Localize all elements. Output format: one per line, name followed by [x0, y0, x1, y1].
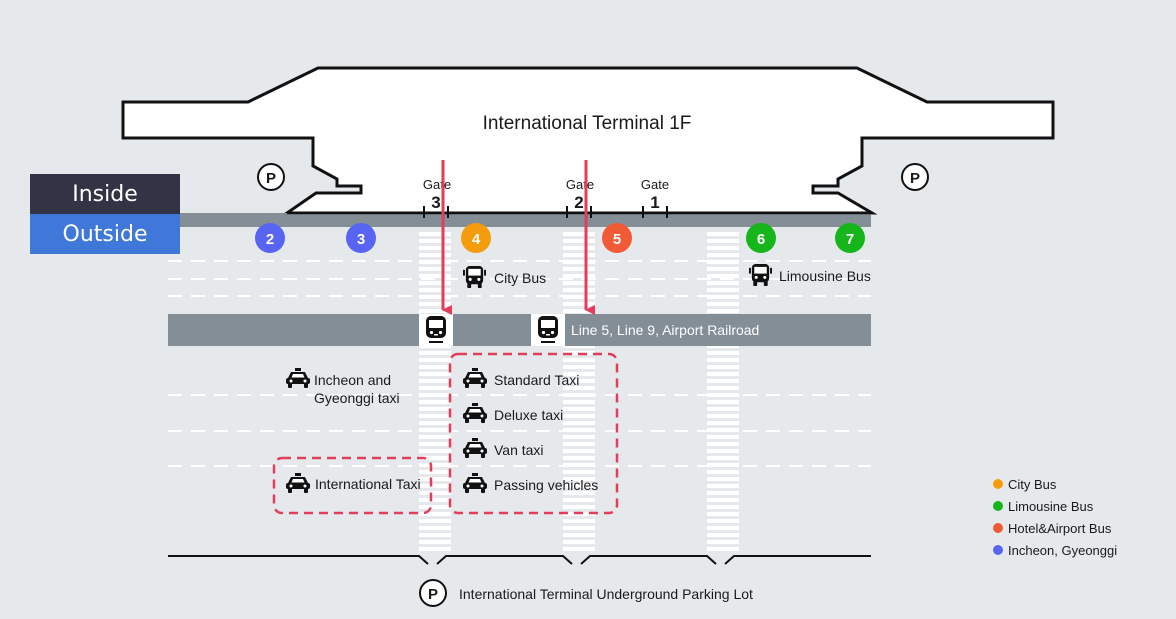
lane-markings — [168, 260, 871, 467]
svg-text:2: 2 — [574, 193, 583, 212]
parking-icon-right[interactable]: P — [901, 163, 929, 191]
taxi-group-highlight — [448, 352, 619, 515]
svg-text:Gate: Gate — [423, 177, 451, 192]
legend-item: Limousine Bus — [993, 499, 1094, 514]
underground-parking-label: International Terminal Underground Parki… — [459, 586, 753, 602]
underground-boundary — [168, 555, 871, 565]
legend-dot-icon — [993, 545, 1003, 555]
railroad-label: Line 5, Line 9, Airport Railroad — [571, 322, 759, 338]
svg-text:Hotel&Airport Bus: Hotel&Airport Bus — [1008, 521, 1112, 536]
terminal-building — [121, 66, 1055, 215]
legend-item: City Bus — [993, 477, 1057, 492]
terminal-title: International Terminal 1F — [483, 113, 692, 134]
svg-text:4: 4 — [472, 231, 481, 248]
crosswalk — [563, 232, 595, 551]
standard-taxi-label: Standard Taxi — [494, 372, 579, 388]
svg-text:3: 3 — [357, 231, 365, 248]
legend-item: Incheon, Gyeonggi — [993, 543, 1117, 558]
svg-text:7: 7 — [846, 231, 854, 248]
international-taxi-label: International Taxi — [315, 476, 421, 492]
stop-2-badge[interactable]: 2 — [255, 223, 285, 253]
incheon-taxi-label-line2: Gyeonggi taxi — [314, 390, 400, 406]
svg-text:P: P — [428, 586, 438, 603]
svg-text:City Bus: City Bus — [1008, 477, 1057, 492]
taxi-icon — [463, 473, 487, 493]
curb-road — [168, 213, 871, 227]
gate-1[interactable]: Gate 1 — [641, 177, 669, 218]
legend-dot-icon — [993, 501, 1003, 511]
passing-vehicles-label: Passing vehicles — [494, 477, 598, 493]
svg-text:1: 1 — [650, 193, 659, 212]
stop-4-badge[interactable]: 4 — [461, 223, 491, 253]
svg-text:Limousine Bus: Limousine Bus — [1008, 499, 1094, 514]
limousine-bus-icon — [749, 264, 772, 287]
taxi-icon — [463, 368, 487, 388]
svg-text:P: P — [266, 170, 276, 187]
svg-text:Gate: Gate — [641, 177, 669, 192]
svg-text:Incheon, Gyeonggi: Incheon, Gyeonggi — [1008, 543, 1117, 558]
crosswalk — [419, 232, 451, 551]
legend-dot-icon — [993, 479, 1003, 489]
stop-7-badge[interactable]: 7 — [835, 223, 865, 253]
svg-text:3: 3 — [431, 193, 440, 212]
svg-text:5: 5 — [613, 231, 621, 248]
railroad-band — [168, 314, 871, 346]
van-taxi-label: Van taxi — [494, 442, 544, 458]
inside-view-button[interactable]: Inside — [30, 174, 180, 214]
taxi-icon — [286, 473, 310, 493]
svg-text:P: P — [910, 170, 920, 187]
svg-text:2: 2 — [266, 231, 274, 248]
underground-parking[interactable]: P International Terminal Underground Par… — [419, 579, 753, 607]
legend-dot-icon — [993, 523, 1003, 533]
stop-5-badge[interactable]: 5 — [602, 223, 632, 253]
city-bus-icon — [463, 266, 486, 289]
stop-3-badge[interactable]: 3 — [346, 223, 376, 253]
legend-item: Hotel&Airport Bus — [993, 521, 1112, 536]
international-taxi-highlight — [272, 456, 433, 515]
svg-text:6: 6 — [757, 231, 765, 248]
outside-view-button[interactable]: Outside — [30, 214, 180, 254]
deluxe-taxi-label: Deluxe taxi — [494, 407, 563, 423]
city-bus-label: City Bus — [494, 270, 546, 286]
limousine-bus-label: Limousine Bus — [779, 268, 871, 284]
parking-icon-left[interactable]: P — [257, 163, 285, 191]
stop-6-badge[interactable]: 6 — [746, 223, 776, 253]
svg-text:Gate: Gate — [566, 177, 594, 192]
taxi-icon — [463, 403, 487, 423]
taxi-icon — [463, 438, 487, 458]
incheon-taxi-label: Incheon and — [314, 372, 391, 388]
taxi-icon — [286, 368, 310, 388]
